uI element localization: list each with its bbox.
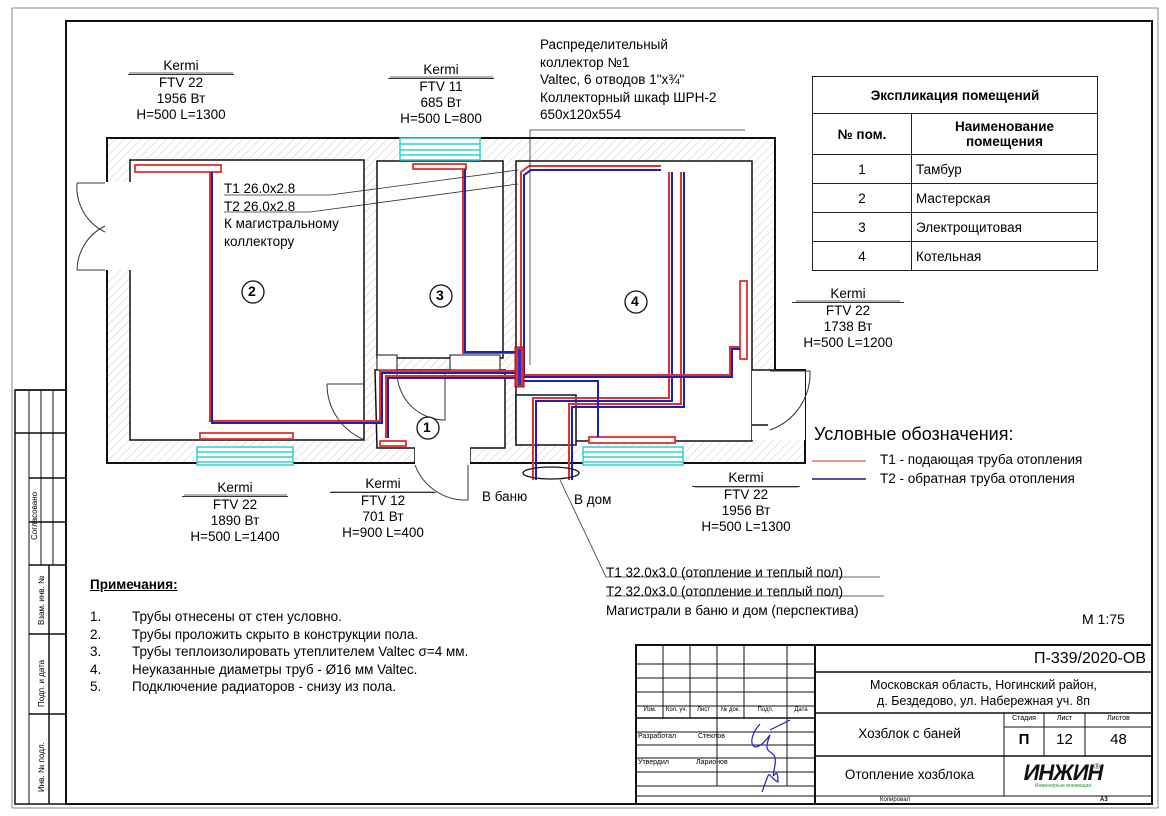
room-1-marker [416, 416, 440, 440]
col-header: Кол. уч. [665, 707, 688, 713]
legend-item-supply: T1 - подающая труба отопления [880, 452, 1083, 467]
room-2-marker [241, 280, 265, 304]
outlet-house-label: В дом [574, 492, 612, 507]
col-header: Подп. [757, 707, 774, 713]
company-logo: ИНЖИН ® Инженерные инновации [1023, 760, 1104, 789]
scale-label: М 1:75 [1082, 611, 1125, 627]
stage-value: П [1018, 731, 1030, 748]
room-number: 4 [631, 293, 639, 309]
side-stamp-agreed: Согласовано [30, 491, 39, 540]
room-number: 3 [436, 287, 444, 303]
radiator-room2-top [134, 164, 222, 173]
room-number: 2 [248, 283, 256, 299]
legend-item-return: T2 - обратная труба отопления [880, 471, 1075, 486]
side-stamp-inv-repl: Взам. инв. № [37, 575, 46, 625]
radiator-room1 [379, 440, 407, 447]
room-number: 1 [423, 419, 431, 435]
format-label: А3 [1100, 797, 1108, 803]
sheet-value: 12 [1056, 731, 1073, 748]
explication-table: Экспликация помещений № пом. Наименовани… [812, 76, 1098, 271]
copied-label: Копировал [880, 797, 911, 803]
explication-title: Экспликация помещений [812, 76, 1098, 114]
col-header: Лист [696, 707, 711, 713]
note-item: 4.Неуказанные диаметры труб - Ø16 мм Val… [90, 661, 418, 677]
room-3-marker [429, 284, 453, 308]
pipe-note-mains: T1 32.0x3.0 (отопление и теплый пол) T2 … [606, 565, 859, 618]
radiator-room2-bottom [199, 432, 294, 440]
legend-title: Условные обозначения: [814, 424, 1014, 444]
floor-plan [76, 72, 900, 597]
radiator-label: Kermi FTV 22 1956 Вт H=500 L=1300 [692, 470, 800, 535]
outer-frame [11, 7, 1159, 809]
outlet-bath-label: В баню [482, 489, 528, 504]
note-item: 2.Трубы проложить скрыто в конструкции п… [90, 626, 419, 642]
radiator-label: Kermi FTV 22 1890 Вт H=500 L=1400 [182, 480, 288, 545]
title-block-grid [635, 644, 1153, 805]
notes-block: Примечания: 1.Трубы отнесены от стен усл… [90, 577, 468, 696]
sheets-label: Листов [1107, 715, 1130, 722]
radiator-label: Kermi FTV 22 1738 Вт H=500 L=1200 [792, 286, 904, 351]
approved-label: Утвердил [638, 759, 669, 766]
room-4-marker [624, 290, 648, 314]
doc-code: П-339/2020-ОВ [1033, 650, 1146, 667]
radiator-label: Kermi FTV 22 1956 Вт H=500 L=1300 [128, 58, 234, 123]
developed-by: Стеклов [698, 733, 725, 740]
radiator-room3 [412, 163, 467, 170]
pipe-note-main: T1 26.0x2.8 T2 26.0x2.8 К магистральному… [224, 181, 339, 249]
col-header: Изм. [643, 707, 657, 713]
stage-label: Стадия [1012, 715, 1036, 722]
note-item: 3.Трубы теплоизолировать утеплителем Val… [90, 644, 469, 659]
radiator-label: Kermi FTV 12 701 Вт H=900 L=400 [330, 476, 436, 541]
radiator-room4-bottom [588, 436, 676, 444]
developed-label: Разработал [638, 733, 677, 740]
side-stamp [14, 389, 67, 805]
note-item: 1.Трубы отнесены от стен условно. [90, 609, 342, 624]
collector-note: Распределительный коллектор №1 Valtec, 6… [540, 37, 717, 122]
sheets-value: 48 [1110, 731, 1127, 748]
signature-mark [751, 719, 791, 793]
note-item: 5.Подключение радиаторов - снизу из пола… [90, 679, 397, 694]
radiator-room4-right [739, 280, 748, 360]
side-stamp-sign-date: Подп. и дата [37, 659, 46, 707]
col-header: № док. [720, 707, 741, 713]
approved-by: Ларионов [696, 759, 728, 766]
notes-title: Примечания: [90, 577, 178, 592]
side-stamp-inv-orig: Инв. № подл. [37, 742, 46, 792]
address: Московская область, Ногинский район, д. … [869, 678, 1098, 708]
col-num-header: № пом. [812, 113, 912, 155]
sheet-label: Лист [1056, 715, 1073, 722]
sheet-title: Отопление хозблока [844, 767, 975, 782]
object-name: Хозблок с баней [858, 726, 961, 741]
radiator-label: Kermi FTV 11 685 Вт H=500 L=800 [388, 62, 494, 127]
col-name-header: Наименование помещения [911, 113, 1098, 155]
col-header: Дата [794, 707, 808, 713]
